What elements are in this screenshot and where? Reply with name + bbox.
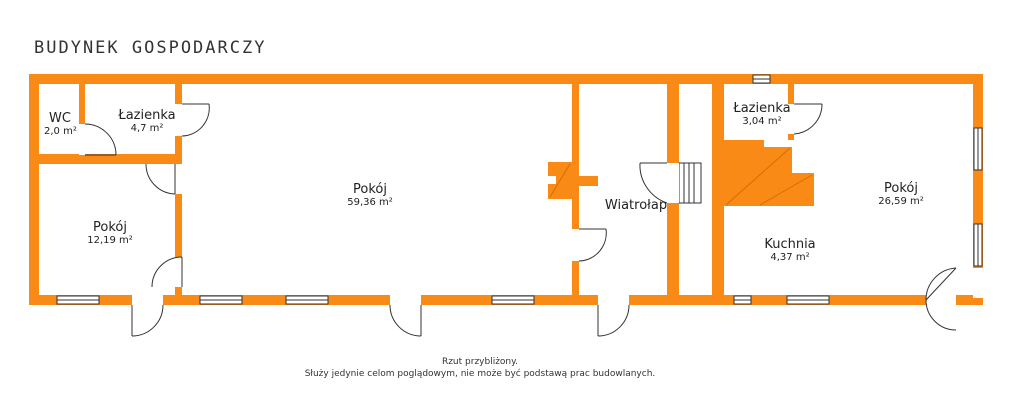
room-name: Pokój	[93, 220, 127, 235]
hatch	[549, 147, 813, 206]
room-area: 4,37 m²	[770, 252, 810, 263]
wall-kuchnia-left	[712, 84, 724, 295]
window-bottom-3	[285, 295, 329, 305]
wall-lazienka-bottom	[724, 140, 764, 147]
footnote-line-2: Służy jedynie celom poglądowym, nie może…	[304, 369, 656, 379]
door-entry-wiatrolap	[597, 304, 630, 337]
room-name: Wiatrołap	[604, 198, 668, 213]
room-wc: WC 2,0 m²	[44, 111, 77, 137]
room-name: Kuchnia	[764, 237, 816, 252]
wall-right	[973, 74, 983, 305]
room-area: 2,0 m²	[44, 126, 77, 137]
chimney-left-stub	[579, 176, 598, 186]
room-pokoj-right: Pokój 26,59 m²	[866, 181, 936, 207]
room-name: WC	[49, 111, 71, 126]
door-lazienka-right	[793, 103, 823, 135]
room-area: 4,7 m²	[130, 123, 164, 134]
room-kuchnia: Kuchnia 4,37 m²	[754, 237, 826, 263]
door-gaps	[79, 104, 983, 305]
windows	[56, 74, 983, 305]
door-wc	[84, 123, 117, 156]
room-name: Łazienka	[118, 108, 176, 123]
wall-top	[29, 74, 983, 84]
window-right-2	[973, 223, 983, 267]
room-name: Pokój	[884, 181, 918, 196]
room-pokoj-small: Pokój 12,19 m²	[80, 220, 140, 246]
footnote-line-1: Rzut przybliżony.	[441, 357, 519, 367]
room-area: 3,04 m²	[742, 116, 782, 127]
door-lazienka-pokoj	[145, 163, 176, 195]
wall-pokoj-wiatrolap	[572, 84, 579, 295]
room-name: Pokój	[353, 182, 387, 197]
plan-title: BUDYNEK GOSPODARCZY	[34, 38, 267, 58]
door-wiatrolap-kuchnia	[639, 162, 668, 204]
window-bottom-4	[491, 295, 535, 305]
room-area: 59,36 m²	[347, 197, 393, 208]
door-small-pokoj	[151, 256, 183, 288]
wall-wc-lazienka	[79, 84, 85, 158]
wall-wc-pokoj	[39, 154, 181, 164]
window-bottom-6	[786, 295, 830, 305]
room-lazienka-left: Łazienka 4,7 m²	[112, 108, 182, 134]
wall-left	[29, 74, 39, 305]
room-wiatrolap: Wiatrołap	[598, 198, 674, 213]
door-wiatrolap-pokoj	[578, 228, 607, 262]
room-lazienka-right: Łazienka 3,04 m²	[728, 101, 796, 127]
door-swings	[84, 103, 957, 337]
window-right-1	[973, 127, 983, 171]
window-bottom-2	[199, 295, 243, 305]
room-area: 12,19 m²	[87, 235, 133, 246]
door-entry-mid	[389, 304, 422, 337]
window-top	[752, 74, 771, 84]
kitchen-block	[724, 147, 814, 206]
door-entry-left	[131, 304, 164, 337]
door-lazienka	[181, 103, 210, 137]
stair-block	[678, 162, 702, 204]
room-area: 26,59 m²	[878, 196, 924, 207]
room-pokoj-main: Pokój 59,36 m²	[335, 182, 405, 208]
window-bottom-5	[733, 295, 752, 305]
window-bottom-1	[56, 295, 100, 305]
room-name: Łazienka	[733, 101, 791, 116]
door-entry-right	[925, 267, 957, 331]
